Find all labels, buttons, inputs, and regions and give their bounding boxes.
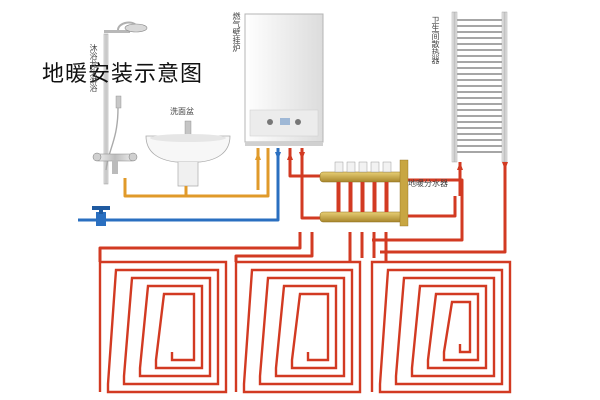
- manifold-riser: [336, 182, 341, 212]
- manifold-riser: [348, 182, 353, 212]
- manifold: [319, 159, 409, 227]
- shower-set: [92, 21, 148, 185]
- heating-pipes: [98, 148, 507, 262]
- manifold-riser: [372, 182, 377, 212]
- gas-boiler: [244, 13, 324, 146]
- manifold-valve-cap: [358, 161, 368, 173]
- towel-radiator: [451, 11, 508, 163]
- flow-arrow-icon: [255, 152, 508, 170]
- wash-basin: [145, 120, 231, 187]
- manifold-valve-cap: [346, 161, 356, 173]
- manifold-riser: [384, 182, 389, 212]
- manifold-valve-cap: [334, 161, 344, 173]
- heating-coil: [98, 260, 228, 394]
- valve-icon: [92, 206, 110, 226]
- heating-coil: [370, 260, 512, 394]
- manifold-label: 地暖分水器: [408, 179, 448, 188]
- manifold-riser: [360, 182, 365, 212]
- shower-label: 沐浴龙头淋浴: [89, 44, 98, 92]
- heating-coil: [234, 260, 362, 394]
- basin-label: 洗面盆: [170, 107, 194, 116]
- manifold-valve-cap: [370, 161, 380, 173]
- manifold-valve-cap: [382, 161, 392, 173]
- boiler-label: 燃气壁挂炉: [232, 12, 241, 52]
- page-title: 地暖安装示意图: [42, 62, 204, 87]
- floor-heating-coils: [98, 260, 512, 394]
- radiator-label: 卫生间散热器: [431, 16, 440, 64]
- shower-head-icon: [124, 23, 148, 33]
